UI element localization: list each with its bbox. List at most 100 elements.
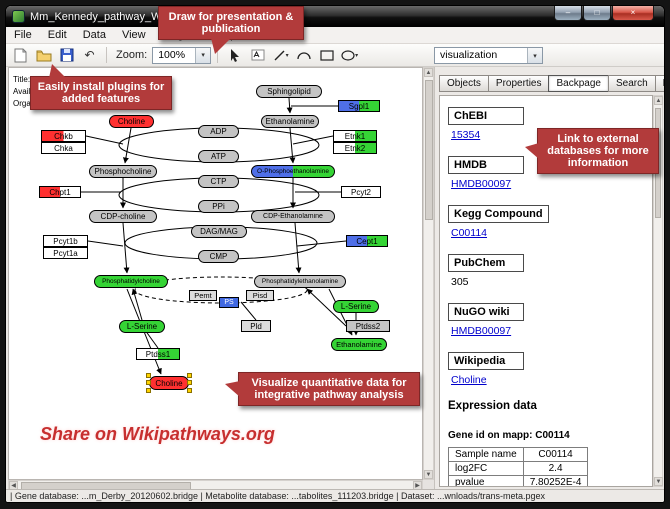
rectangle-tool-button[interactable]: [316, 46, 337, 65]
scroll-up-icon[interactable]: ▲: [424, 68, 433, 77]
oval-tool-button[interactable]: ▾: [339, 46, 360, 65]
line-tool-dropdown-icon[interactable]: ▾: [285, 52, 289, 59]
metabolite-l-serine[interactable]: L-Serine: [333, 300, 379, 313]
menu-edit[interactable]: Edit: [47, 29, 67, 41]
vertical-scroll-thumb[interactable]: [425, 80, 433, 220]
node-label: Chkb: [54, 131, 73, 141]
visualization-dropdown-icon[interactable]: ▾: [527, 48, 542, 63]
backpage-link-kegg-compound[interactable]: C00114: [451, 227, 488, 239]
metabolite-choline[interactable]: Choline: [109, 115, 154, 128]
menu-data[interactable]: Data: [82, 29, 106, 41]
metabolite-ethanolamine[interactable]: Ethanolamine: [261, 115, 319, 128]
metabolite-dag-mag[interactable]: DAG/MAG: [191, 225, 247, 238]
selection-handle[interactable]: [146, 380, 151, 385]
gene-cept1[interactable]: Cept1: [346, 235, 388, 247]
node-label: Pisd: [252, 291, 268, 300]
canvas-vertical-scrollbar[interactable]: ▲ ▼: [423, 67, 434, 480]
oval-tool-dropdown-icon[interactable]: ▾: [355, 52, 359, 59]
tab-search[interactable]: Search: [607, 75, 656, 92]
selection-tool-button[interactable]: [224, 46, 245, 65]
backpage-link-hmdb[interactable]: HMDB00097: [451, 178, 512, 190]
node-label: Choline: [155, 378, 183, 388]
gene-pcyt2[interactable]: Pcyt2: [341, 186, 381, 198]
minimize-button[interactable]: –: [554, 6, 582, 21]
scroll-down-icon[interactable]: ▼: [424, 470, 433, 479]
gene-ptdss2[interactable]: Ptdss2: [346, 320, 390, 332]
label-tool-button[interactable]: [247, 46, 268, 65]
arc-tool-button[interactable]: [293, 46, 314, 65]
backpage-link-chebi[interactable]: 15354: [451, 129, 481, 141]
gene-pld[interactable]: Pld: [241, 320, 271, 332]
tab-legend[interactable]: Legend: [654, 75, 664, 92]
gene-etnk1[interactable]: Etnk1: [333, 130, 377, 142]
backpage-heading-pubchem: PubChem: [448, 254, 524, 272]
tab-properties[interactable]: Properties: [487, 75, 550, 92]
metabolite-adp[interactable]: ADP: [198, 125, 239, 138]
maximize-button[interactable]: □: [583, 6, 611, 21]
node-label: Sphingolipid: [267, 87, 311, 96]
callout-tail: [49, 64, 66, 78]
scroll-up-icon[interactable]: ▲: [654, 96, 663, 105]
callout-tail: [525, 143, 539, 159]
selection-handle[interactable]: [187, 380, 192, 385]
save-button[interactable]: [56, 46, 77, 65]
gene-pcyt1a[interactable]: Pcyt1a: [43, 247, 88, 259]
zoom-combobox[interactable]: 100% ▾: [152, 46, 212, 64]
expression-table-value: 2.4: [522, 461, 589, 476]
metabolite-phosphatidylcholine[interactable]: Phosphatidylcholine: [94, 275, 168, 288]
metabolite-choline[interactable]: Choline: [146, 373, 192, 393]
selection-handle[interactable]: [187, 388, 192, 393]
gene-ps[interactable]: PS: [219, 297, 239, 308]
menu-file[interactable]: File: [14, 29, 32, 41]
share-annotation: Share on Wikipathways.org: [40, 424, 275, 444]
metabolite-phosphatidylethanolamine[interactable]: Phosphatidylethanolamine: [254, 275, 346, 288]
metabolite-cdp-ethanolamine[interactable]: CDP-Ethanolamine: [251, 210, 335, 223]
selection-handle[interactable]: [146, 373, 151, 378]
metabolite-ctp[interactable]: CTP: [198, 175, 239, 188]
callout-draw: Draw for presentation & publication: [158, 6, 304, 54]
menu-view[interactable]: View: [121, 29, 146, 41]
close-button[interactable]: ×: [612, 6, 654, 21]
selection-handle[interactable]: [187, 373, 192, 378]
node-label: Sgpl1: [348, 101, 370, 111]
open-file-button[interactable]: [33, 46, 54, 65]
title-bar[interactable]: Mm_Kennedy_pathway_WP1771_45176.gpml – □…: [6, 6, 664, 27]
gene-ptdss1[interactable]: Ptdss1: [136, 348, 180, 360]
gene-pisd[interactable]: Pisd: [246, 290, 274, 301]
selection-handle[interactable]: [146, 388, 151, 393]
metabolite-ethanolamine[interactable]: Ethanolamine: [331, 338, 387, 351]
metabolite-phosphocholine[interactable]: Phosphocholine: [89, 165, 157, 178]
metabolite-cmp[interactable]: CMP: [198, 250, 239, 263]
visualization-combobox[interactable]: visualization ▾: [434, 47, 543, 64]
metabolite-l-serine[interactable]: L-Serine: [119, 320, 165, 333]
new-file-button[interactable]: [10, 46, 31, 65]
node-label: ADP: [210, 127, 227, 136]
metabolite-o-phosphoethanolamine[interactable]: O-Phosphoethanolamine: [251, 165, 335, 178]
gene-sgpl1[interactable]: Sgpl1: [338, 100, 380, 112]
gene-pcyt1b[interactable]: Pcyt1b: [43, 235, 88, 247]
zoom-dropdown-icon[interactable]: ▾: [195, 47, 211, 63]
tab-objects[interactable]: Objects: [439, 75, 489, 92]
node-label: Etnk1: [344, 131, 366, 141]
gene-chkb[interactable]: Chkb: [41, 130, 86, 142]
metabolite-ppi[interactable]: PPi: [198, 200, 239, 213]
gene-chpt1[interactable]: Chpt1: [39, 186, 81, 198]
undo-button[interactable]: ↶: [84, 48, 95, 62]
metabolite-cdp-choline[interactable]: CDP-choline: [89, 210, 157, 223]
line-tool-button[interactable]: ▾: [270, 46, 291, 65]
metabolite-sphingolipid[interactable]: Sphingolipid: [256, 85, 322, 98]
tab-backpage[interactable]: Backpage: [548, 75, 609, 92]
zoom-label: Zoom:: [116, 49, 148, 61]
scroll-down-icon[interactable]: ▼: [654, 477, 663, 486]
metabolite-atp[interactable]: ATP: [198, 150, 239, 163]
gene-pemt[interactable]: Pemt: [189, 290, 217, 301]
backpage-link-wikipedia[interactable]: Choline: [451, 374, 487, 386]
app-window: Mm_Kennedy_pathway_WP1771_45176.gpml – □…: [5, 5, 665, 503]
backpage-link-nugo-wiki[interactable]: HMDB00097: [451, 325, 512, 337]
gene-etnk2[interactable]: Etnk2: [333, 142, 377, 154]
gene-chka[interactable]: Chka: [41, 142, 86, 154]
